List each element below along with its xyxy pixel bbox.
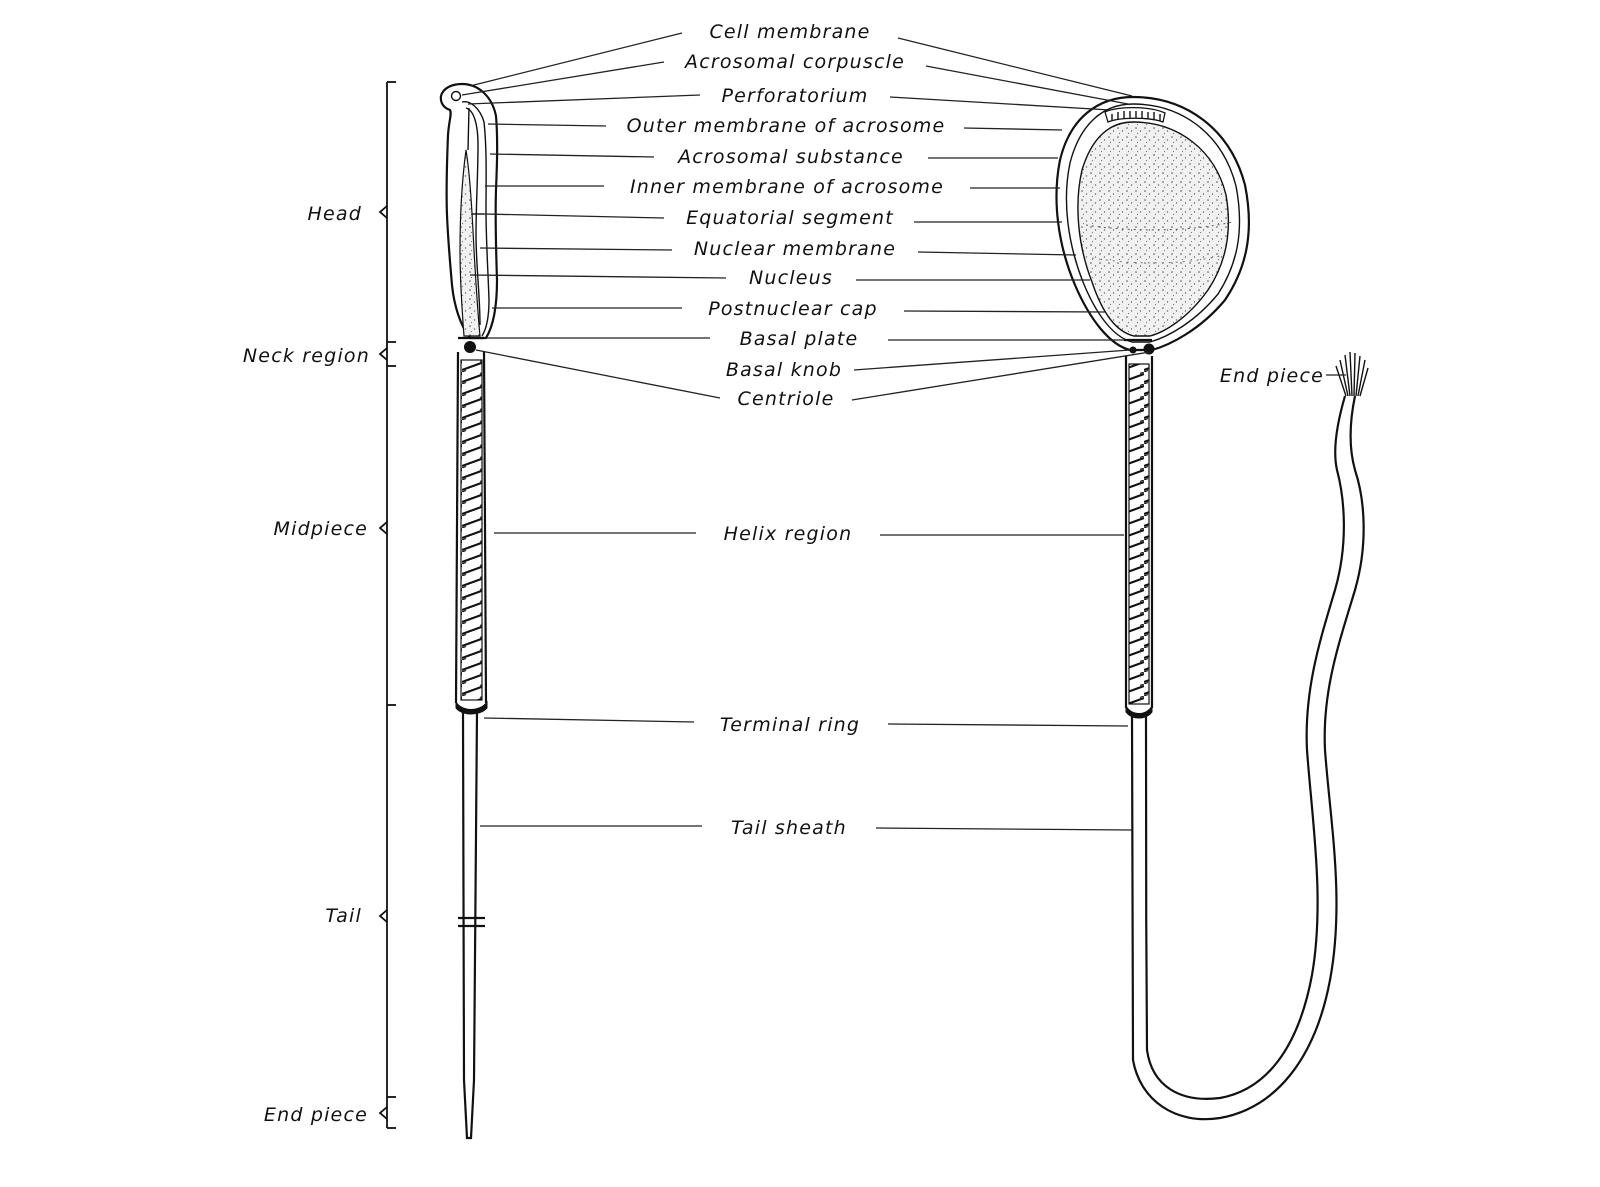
label-acrosomal-substance: Acrosomal substance <box>676 146 904 168</box>
label-acrosomal-corpuscle: Acrosomal corpuscle <box>683 51 905 73</box>
region-brace <box>378 81 396 1129</box>
part-labels: Cell membrane Acrosomal corpuscle Perfor… <box>627 21 1324 839</box>
side-head-outline <box>439 82 499 340</box>
label-basal-knob: Basal knob <box>726 359 842 381</box>
flat-terminal-ring <box>1125 704 1153 719</box>
flat-basal-knob <box>1143 343 1155 355</box>
label-postnuclear-cap: Postnuclear cap <box>708 298 878 320</box>
leader-lines <box>461 32 1346 831</box>
side-acrosome-membrane <box>461 101 490 337</box>
region-label-tail: Tail <box>325 905 362 927</box>
side-helix <box>460 359 483 701</box>
region-label-end-piece: End piece <box>264 1104 368 1126</box>
label-helix-region: Helix region <box>724 523 853 545</box>
label-outer-membrane: Outer membrane of acrosome <box>627 115 946 137</box>
label-centriole: Centriole <box>738 388 835 410</box>
sperm-flat-view <box>1055 95 1369 1121</box>
label-basal-plate: Basal plate <box>740 328 859 350</box>
label-tail-sheath: Tail sheath <box>731 817 847 839</box>
region-label-head: Head <box>308 203 362 225</box>
region-label-neck: Neck region <box>243 345 370 367</box>
label-end-piece-right: End piece <box>1220 365 1324 387</box>
region-label-midpiece: Midpiece <box>274 518 369 540</box>
flat-nucleus <box>1077 121 1230 337</box>
flat-end-piece-brush <box>1335 351 1369 397</box>
label-nuclear-membrane: Nuclear membrane <box>694 238 896 260</box>
label-nucleus: Nucleus <box>749 267 833 289</box>
label-perforatorium: Perforatorium <box>721 85 868 107</box>
flat-helix <box>1128 363 1150 705</box>
label-terminal-ring: Terminal ring <box>720 714 860 736</box>
side-terminal-ring <box>455 700 488 715</box>
label-equatorial-segment: Equatorial segment <box>686 207 894 229</box>
side-basal-knob <box>464 341 476 353</box>
label-cell-membrane: Cell membrane <box>709 21 870 43</box>
label-inner-membrane: Inner membrane of acrosome <box>630 176 944 198</box>
side-acrosomal-corpuscle <box>450 90 462 102</box>
flat-acrosomal-cap <box>1104 106 1166 123</box>
sperm-side-view <box>439 82 499 1140</box>
flat-tail <box>1130 395 1365 1121</box>
